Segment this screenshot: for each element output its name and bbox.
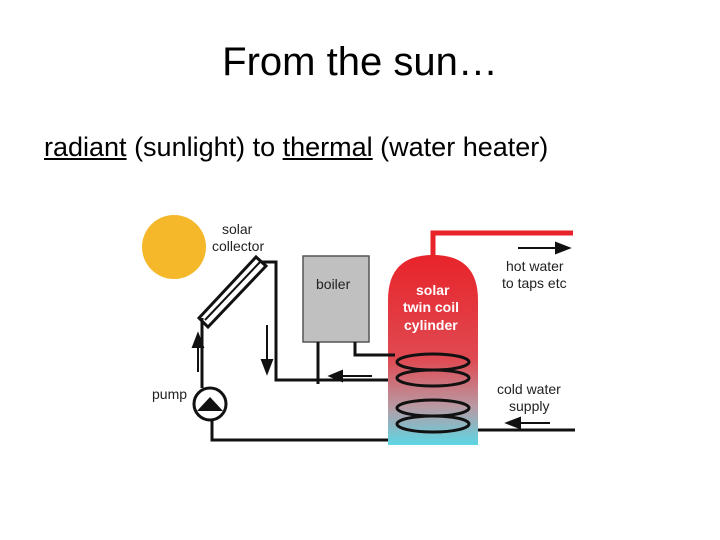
boiler-box [302, 255, 370, 343]
solar-collector-label-line2: collector [212, 238, 264, 254]
sun-icon [142, 215, 206, 279]
cold-water-label-line2: supply [509, 398, 549, 414]
hot-water-pipe [430, 230, 573, 256]
pump-icon [192, 386, 228, 422]
boiler-label: boiler [316, 276, 351, 292]
pump-label: pump [152, 386, 187, 402]
subtitle-text-end: (water heater) [372, 132, 549, 162]
slide-subtitle: radiant (sunlight) to thermal (water hea… [44, 132, 548, 163]
hot-water-label-line1: hot water [506, 258, 564, 274]
solar-twin-coil-cylinder [388, 255, 478, 445]
cylinder-label-line3: cylinder [404, 317, 458, 333]
subtitle-word-radiant: radiant [44, 132, 127, 162]
subtitle-word-thermal: thermal [282, 132, 373, 162]
slide-title: From the sun… [222, 40, 498, 84]
heating-coils [395, 352, 471, 434]
flow-arrows [191, 241, 572, 430]
subtitle-text-middle: (sunlight) to [126, 132, 283, 162]
cylinder-label-line2: twin coil [403, 299, 459, 315]
cold-water-label-line1: cold water [497, 381, 561, 397]
solar-collector-label-line1: solar [222, 221, 253, 237]
hot-water-label-line2: to taps etc [502, 275, 567, 291]
primary-circuit-pipes [200, 260, 575, 442]
solar-collector-panel [196, 254, 269, 330]
cylinder-label-line1: solar [416, 282, 450, 298]
